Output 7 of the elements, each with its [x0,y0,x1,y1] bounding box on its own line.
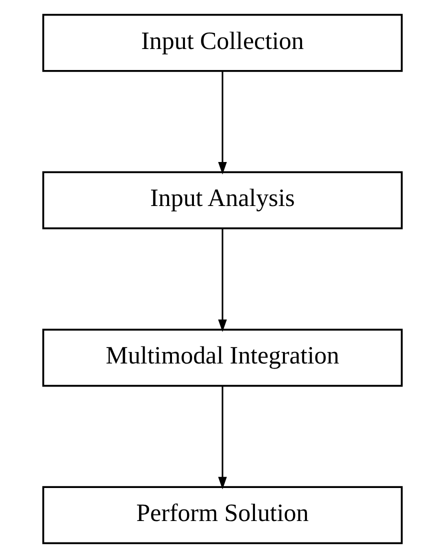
node-box: Perform Solution [42,486,403,544]
node-box: Input Collection [42,14,403,72]
arrow [218,386,227,490]
node-box: Multimodal Integration [42,328,403,387]
arrow [218,71,227,174]
arrow [218,228,227,332]
node-box: Input Analysis [42,171,403,230]
